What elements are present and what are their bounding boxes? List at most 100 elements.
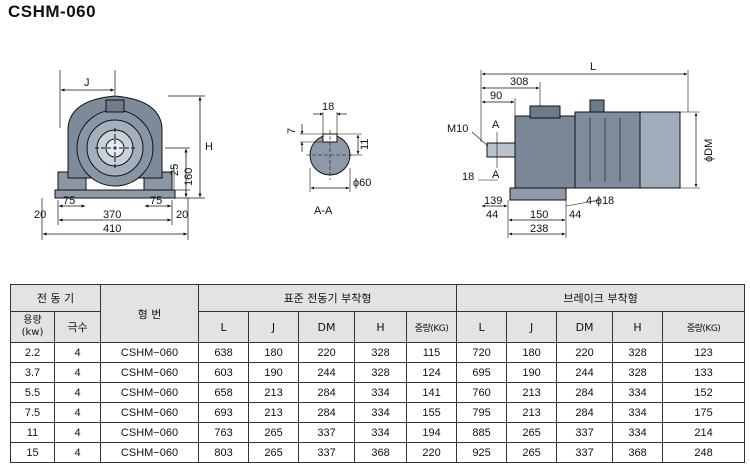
cell-std-H: 334	[354, 382, 408, 403]
cell-brk-J: 213	[506, 382, 558, 403]
cell-poles: 4	[53, 402, 102, 423]
cell-std-J: 190	[248, 362, 300, 383]
cell-brk-H: 328	[612, 342, 664, 363]
cell-brk-DM: 220	[556, 342, 614, 363]
cell-brk-DM: 244	[556, 362, 614, 383]
cell-std-weight: 115	[406, 342, 458, 363]
dim-18: 18	[462, 171, 474, 183]
cell-std-L: 658	[198, 382, 250, 403]
dim-key-width: 18	[322, 101, 334, 113]
cell-std-DM: 337	[298, 422, 356, 443]
std-col-weight: 중량(KG)	[406, 311, 458, 343]
cell-std-J: 265	[248, 442, 300, 463]
cell-kw: 2.2	[10, 342, 55, 363]
dim-25: 25	[169, 164, 181, 176]
dim-75-right: 75	[150, 195, 162, 207]
cell-brk-L: 695	[456, 362, 508, 383]
cell-std-H: 368	[354, 442, 408, 463]
cell-brk-DM: 337	[556, 442, 614, 463]
cell-brk-J: 265	[506, 422, 558, 443]
table-row: 5.5 4 CSHM−060 658 213 284 334 141 760 2…	[10, 382, 746, 403]
cell-model: CSHM−060	[100, 342, 200, 363]
cell-brk-H: 334	[612, 422, 664, 443]
cell-std-weight: 141	[406, 382, 458, 403]
dim-j: J	[84, 77, 90, 89]
cell-std-DM: 220	[298, 342, 356, 363]
cell-brk-H: 334	[612, 402, 664, 423]
dim-11: 11	[359, 139, 371, 150]
std-col-DM: DM	[298, 311, 356, 343]
std-col-H: H	[354, 311, 408, 343]
capacity-header: 용량(kw)	[10, 311, 55, 343]
cell-brk-J: 265	[506, 442, 558, 463]
cell-kw: 5.5	[10, 382, 55, 403]
cell-brk-L: 720	[456, 342, 508, 363]
cell-brk-weight: 214	[662, 422, 746, 443]
cell-kw: 7.5	[10, 402, 55, 423]
dim-m10: M10	[447, 123, 468, 135]
front-view	[41, 70, 205, 240]
dim-mount-holes: 4-ϕ18	[586, 195, 614, 207]
cell-model: CSHM−060	[100, 422, 200, 443]
cell-std-J: 213	[248, 382, 300, 403]
cell-brk-H: 334	[612, 382, 664, 403]
page-title: CSHM-060	[8, 2, 97, 21]
dim-44-right: 44	[569, 209, 581, 221]
cell-brk-J: 213	[506, 402, 558, 423]
dim-75-left: 75	[63, 195, 75, 207]
dim-308: 308	[510, 76, 528, 88]
dim-160: 160	[183, 168, 195, 186]
model-header: 형 번	[100, 284, 200, 343]
cell-std-H: 334	[354, 402, 408, 423]
cell-poles: 4	[53, 442, 102, 463]
standard-header: 표준 전동기 부착형	[198, 284, 458, 312]
dim-L: L	[590, 61, 596, 73]
std-col-J: J	[248, 311, 300, 343]
cell-std-weight: 220	[406, 442, 458, 463]
cell-kw: 11	[10, 422, 55, 443]
cell-kw: 15	[10, 442, 55, 463]
brk-col-weight: 중량(KG)	[662, 311, 746, 343]
cell-brk-L: 795	[456, 402, 508, 423]
cell-model: CSHM−060	[100, 382, 200, 403]
cell-std-L: 693	[198, 402, 250, 423]
cell-poles: 4	[53, 422, 102, 443]
brk-col-L: L	[456, 311, 508, 343]
cell-brk-L: 885	[456, 422, 508, 443]
cell-kw: 3.7	[10, 362, 55, 383]
dim-139: 139	[484, 195, 502, 207]
cell-brk-J: 180	[506, 342, 558, 363]
table-row: 3.7 4 CSHM−060 603 190 244 328 124 695 1…	[10, 362, 746, 383]
cell-std-J: 180	[248, 342, 300, 363]
poles-header: 극수	[53, 311, 102, 343]
std-col-L: L	[198, 311, 250, 343]
side-view	[471, 70, 700, 238]
cell-brk-H: 328	[612, 362, 664, 383]
cell-std-L: 603	[198, 362, 250, 383]
cell-std-J: 265	[248, 422, 300, 443]
spec-table: 전 동 기 형 번 표준 전동기 부착형 브레이크 부착형 용량(kw) 극수 …	[9, 284, 746, 463]
dim-150: 150	[530, 209, 548, 221]
dim-h: H	[205, 141, 213, 153]
dim-20-right: 20	[176, 209, 188, 221]
cell-std-J: 213	[248, 402, 300, 423]
cell-brk-H: 368	[612, 442, 664, 463]
cell-model: CSHM−060	[100, 442, 200, 463]
cell-brk-L: 760	[456, 382, 508, 403]
shaft-section	[300, 112, 362, 192]
cell-brk-DM: 284	[556, 402, 614, 423]
cell-std-H: 328	[354, 362, 408, 383]
dim-238: 238	[530, 223, 548, 235]
dimension-drawing: J H 25 160 75 75 20 20 370 410 18 7 11 ϕ…	[34, 61, 715, 240]
cell-std-weight: 124	[406, 362, 458, 383]
cell-brk-weight: 133	[662, 362, 746, 383]
cell-brk-weight: 175	[662, 402, 746, 423]
table-row: 11 4 CSHM−060 763 265 337 334 194 885 26…	[10, 422, 746, 443]
cell-std-DM: 337	[298, 442, 356, 463]
dim-44-left: 44	[486, 209, 498, 221]
section-mark-bottom: A	[492, 169, 500, 181]
cell-model: CSHM−060	[100, 362, 200, 383]
cell-std-L: 803	[198, 442, 250, 463]
cell-std-H: 328	[354, 342, 408, 363]
table-row: 2.2 4 CSHM−060 638 180 220 328 115 720 1…	[10, 342, 746, 363]
